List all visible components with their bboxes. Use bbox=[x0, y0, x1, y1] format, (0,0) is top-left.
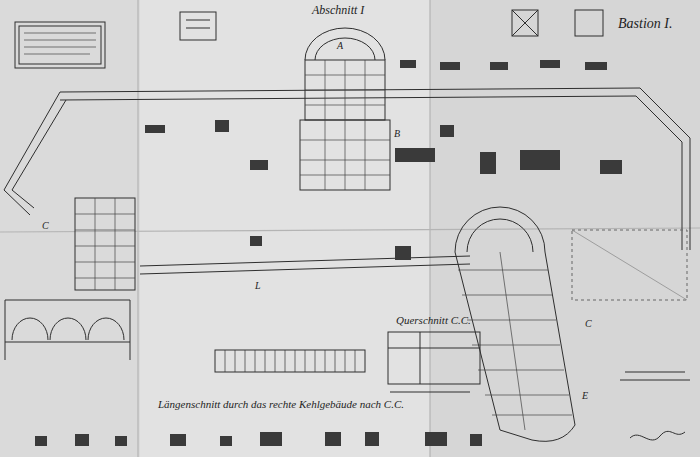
bastion-title: Bastion I. bbox=[618, 16, 672, 31]
section-title: Abschnitt I bbox=[312, 4, 364, 17]
callout-letter: A bbox=[337, 40, 343, 51]
callout-letter: C bbox=[42, 220, 49, 231]
section-caption: Längenschnitt durch das rechte Kehlgebäu… bbox=[158, 398, 404, 410]
section-caption: Querschnitt C.C. bbox=[396, 314, 471, 326]
callout-letter: E bbox=[582, 390, 588, 401]
callout-letter: B bbox=[394, 128, 400, 139]
callout-letter: L bbox=[255, 280, 261, 291]
callout-letter: C bbox=[585, 318, 592, 329]
